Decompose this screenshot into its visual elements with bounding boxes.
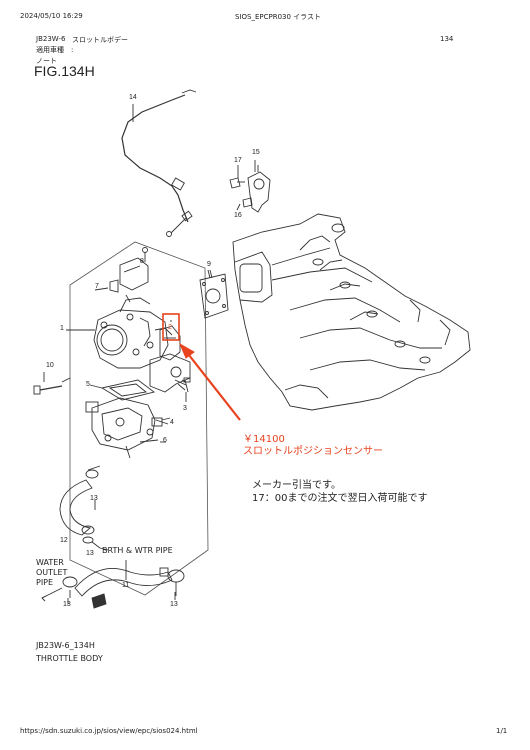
applicable-models-label: 適用車種 : <box>36 46 74 54</box>
figure-number: FIG.134H <box>34 63 95 79</box>
callout-17: 17 <box>234 157 242 164</box>
figure-name: THROTTLE BODY <box>36 654 103 663</box>
section-name: スロットルボデー <box>72 36 128 44</box>
note-line-1: メーカー引当です。 <box>252 480 341 491</box>
callout-6: 6 <box>163 437 167 444</box>
callout-3: 3 <box>183 405 187 412</box>
callout-13-b: 13 <box>86 550 94 557</box>
footer-page: 1/1 <box>496 727 508 735</box>
model-code: JB23W-6 <box>36 35 66 43</box>
callout-7: 7 <box>95 283 99 290</box>
water-outlet-pipe-label-3: PIPE <box>36 578 54 587</box>
callout-1: 1 <box>60 325 64 332</box>
callout-12: 12 <box>60 537 68 544</box>
callout-16: 16 <box>234 212 242 219</box>
callout-2: 2 <box>168 324 172 331</box>
brth-wtr-pipe-label: BRTH & WTR PIPE <box>102 546 173 555</box>
callout-10: 10 <box>46 362 54 369</box>
callout-9: 9 <box>207 261 211 268</box>
print-date: 2024/05/10 16:29 <box>20 12 83 20</box>
water-outlet-pipe-label-1: WATER <box>36 558 64 567</box>
page-number: 134 <box>440 35 454 43</box>
callout-8: 8 <box>140 258 144 265</box>
callout-5: 5 <box>86 381 90 388</box>
callout-15: 15 <box>252 149 260 156</box>
callout-4: 4 <box>170 419 174 426</box>
callout-13-c: 13 <box>63 601 71 608</box>
water-outlet-pipe-label-2: OUTLET <box>36 568 68 577</box>
callout-14: 14 <box>129 94 137 101</box>
note-line-2: 17：00までの注文で翌日入荷可能です <box>252 493 428 504</box>
figure-code: JB23W-6_134H <box>36 641 95 650</box>
note-label: ノート <box>36 57 57 65</box>
part-name-annotation: スロットルポジションセンサー <box>243 446 383 457</box>
callout-13-a: 13 <box>90 495 98 502</box>
print-title: SIOS_EPCPR030 イラスト <box>235 13 322 21</box>
footer-url[interactable]: https://sdn.suzuki.co.jp/sios/view/epc/s… <box>20 727 198 735</box>
callout-11: 11 <box>122 582 130 589</box>
price-annotation: ￥14100 <box>243 434 285 445</box>
callout-13-d: 13 <box>170 601 178 608</box>
